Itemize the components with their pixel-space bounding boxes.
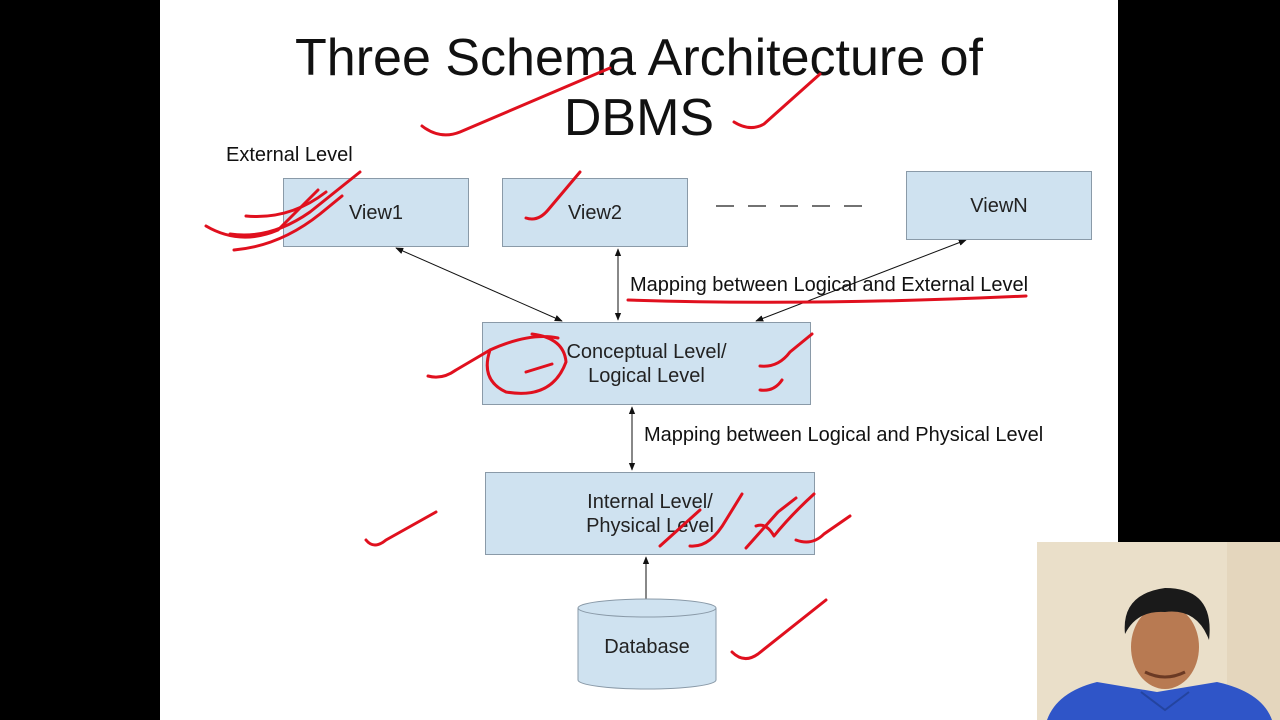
- arrow-viewn-conceptual: [755, 239, 967, 322]
- conceptual-level-box: Conceptual Level/ Logical Level: [482, 322, 811, 405]
- internal-level-line-1: Internal Level/: [587, 490, 713, 513]
- mapping-external-label: Mapping between Logical and External Lev…: [630, 274, 1029, 296]
- mapping-physical-label: Mapping between Logical and Physical Lev…: [644, 424, 1044, 446]
- view1-box: View1: [283, 178, 469, 247]
- slide-title-line-1: Three Schema Architecture of: [295, 29, 983, 87]
- presentation-slide: Three Schema Architecture of DBMS Extern…: [160, 0, 1118, 720]
- arrow-view1-conceptual: [395, 247, 563, 322]
- view1-label: View1: [348, 201, 404, 224]
- diagram-connectors: [395, 205, 967, 690]
- viewn-label: ViewN: [970, 194, 1028, 217]
- conceptual-level-line-2: Logical Level: [588, 364, 705, 387]
- internal-level-box: Internal Level/ Physical Level: [485, 472, 815, 555]
- presenter-avatar: [1037, 542, 1280, 720]
- database-cylinder: [577, 598, 717, 690]
- view2-box: View2: [502, 178, 688, 247]
- view2-label: View2: [567, 201, 623, 224]
- database-label: Database: [604, 636, 690, 658]
- viewn-box: ViewN: [906, 171, 1092, 240]
- conceptual-level-line-1: Conceptual Level/: [566, 340, 727, 363]
- internal-level-line-2: Physical Level: [586, 514, 714, 537]
- presenter-webcam: [1037, 542, 1280, 720]
- external-level-label: External Level: [226, 144, 353, 166]
